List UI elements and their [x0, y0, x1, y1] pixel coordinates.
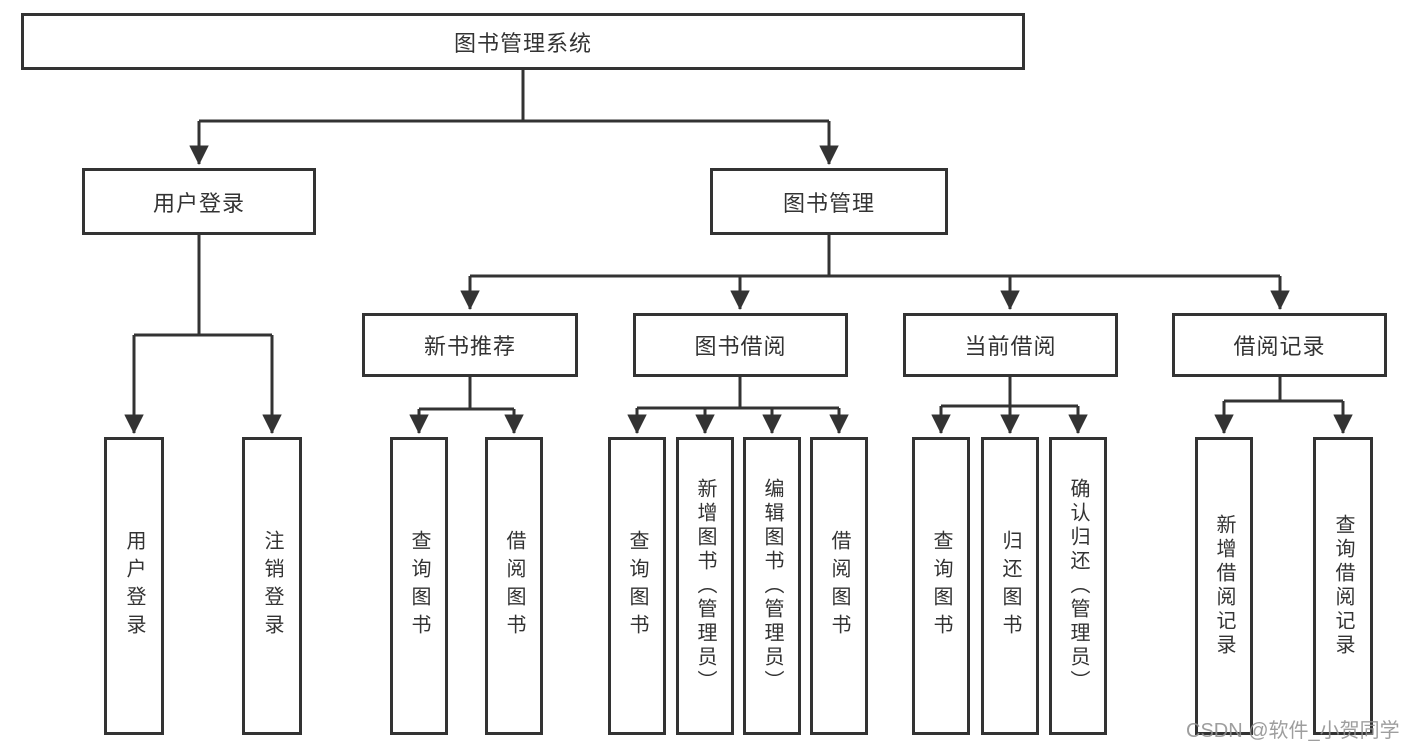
leaf-label: 用户登录	[123, 530, 145, 642]
leaf-add-books-admin: 新增图书（管理员）	[676, 437, 734, 735]
leaf-borrow-books: 借阅图书	[485, 437, 543, 735]
node-library-system: 图书管理系统	[21, 13, 1025, 70]
node-new-book-recommend: 新书推荐	[362, 313, 578, 377]
leaf-label: 借阅图书	[503, 530, 525, 642]
node-label: 借阅记录	[1233, 334, 1326, 359]
node-label: 图书管理	[782, 190, 875, 216]
node-label: 图书管理系统	[453, 30, 592, 56]
leaf-label: 编辑图书（管理员）	[761, 478, 783, 694]
node-user-login: 用户登录	[82, 168, 316, 235]
leaf-label: 查询借阅记录	[1332, 514, 1354, 658]
node-label: 用户登录	[152, 190, 245, 216]
watermark: CSDN @软件_小贺同学	[1186, 720, 1400, 742]
node-label: 图书借阅	[694, 334, 787, 359]
leaf-query-borrow-record: 查询借阅记录	[1313, 437, 1373, 735]
leaf-logout: 注销登录	[242, 437, 302, 735]
leaf-label: 查询图书	[626, 530, 648, 642]
leaf-return-books: 归还图书	[981, 437, 1039, 735]
leaf-user-login: 用户登录	[104, 437, 164, 735]
node-label: 当前借阅	[964, 334, 1057, 359]
leaf-query-books: 查询图书	[608, 437, 666, 735]
node-book-management: 图书管理	[710, 168, 948, 235]
leaf-confirm-return-admin: 确认归还（管理员）	[1049, 437, 1107, 735]
leaf-label: 归还图书	[999, 530, 1021, 642]
leaf-label: 注销登录	[261, 530, 283, 642]
leaf-query-books: 查询图书	[912, 437, 970, 735]
leaf-label: 确认归还（管理员）	[1067, 478, 1089, 694]
leaf-borrow-books: 借阅图书	[810, 437, 868, 735]
leaf-label: 新增图书（管理员）	[694, 478, 716, 694]
leaf-query-books: 查询图书	[390, 437, 448, 735]
leaf-label: 查询图书	[408, 530, 430, 642]
node-book-borrowing: 图书借阅	[633, 313, 848, 377]
node-label: 新书推荐	[423, 334, 516, 359]
leaf-label: 借阅图书	[828, 530, 850, 642]
node-borrowing-records: 借阅记录	[1172, 313, 1387, 377]
leaf-label: 新增借阅记录	[1213, 514, 1235, 658]
leaf-add-borrow-record: 新增借阅记录	[1195, 437, 1253, 735]
leaf-label: 查询图书	[930, 530, 952, 642]
node-current-borrowing: 当前借阅	[903, 313, 1118, 377]
leaf-edit-books-admin: 编辑图书（管理员）	[743, 437, 801, 735]
